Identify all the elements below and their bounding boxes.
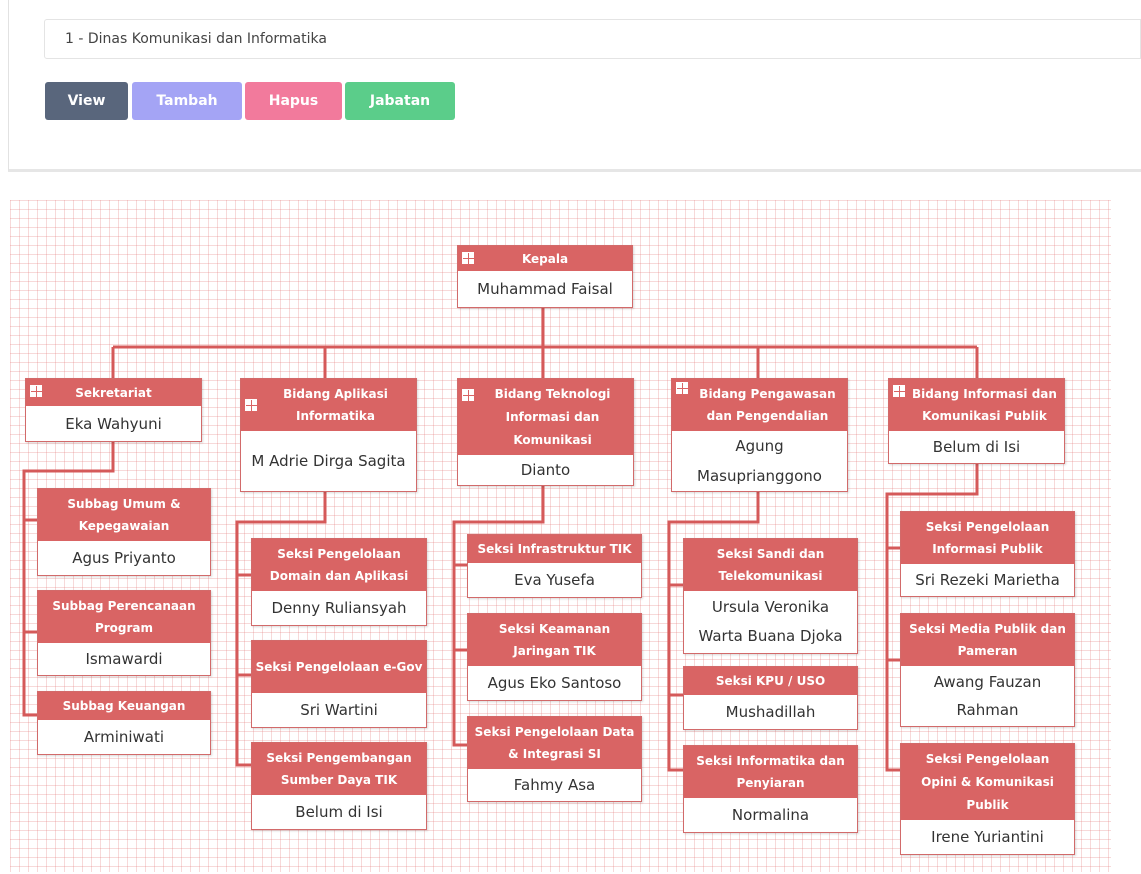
expand-icon[interactable] — [30, 385, 43, 398]
node-title: Subbag Perencanaan Program — [52, 599, 196, 635]
node-title: Bidang Aplikasi Informatika — [283, 387, 388, 423]
expand-icon[interactable] — [676, 382, 689, 395]
expand-icon[interactable] — [462, 252, 475, 265]
org-node-seksi-sdm[interactable]: Seksi Pengembangan Sumber Daya TIK Belum… — [251, 742, 427, 830]
org-node-seksi-keamanan[interactable]: Seksi Keamanan Jaringan TIK Agus Eko San… — [467, 613, 642, 701]
view-button[interactable]: View — [45, 82, 128, 120]
node-title: Seksi Infrastruktur TIK — [477, 542, 632, 556]
org-node-seksi-opini[interactable]: Seksi Pengelolaan Opini & Komunikasi Pub… — [900, 743, 1075, 855]
org-node-seksi-media[interactable]: Seksi Media Publik dan Pameran Awang Fau… — [900, 613, 1075, 727]
org-node-bidang-aplikasi[interactable]: Bidang Aplikasi Informatika M Adrie Dirg… — [240, 378, 417, 492]
node-title: Seksi Pengelolaan Domain dan Aplikasi — [269, 547, 409, 583]
org-node-subbag-perencanaan[interactable]: Subbag Perencanaan Program Ismawardi — [37, 590, 211, 676]
org-node-seksi-kpu[interactable]: Seksi KPU / USO Mushadillah — [683, 666, 858, 730]
node-person: Mushadillah — [725, 703, 816, 721]
node-person: Normalina — [731, 806, 810, 824]
org-node-subbag-umum[interactable]: Subbag Umum & Kepegawaian Agus Priyanto — [37, 488, 211, 576]
node-title: Seksi Pengelolaan Opini & Komunikasi Pub… — [921, 751, 1054, 812]
node-person: Awang Fauzan Rahman — [933, 673, 1042, 719]
org-node-bidang-pengawasan[interactable]: Bidang Pengawasan dan Pengendalian Agung… — [671, 378, 848, 492]
node-title: Seksi Pengembangan Sumber Daya TIK — [266, 751, 412, 787]
org-node-subbag-keuangan[interactable]: Subbag Keuangan Arminiwati — [37, 691, 211, 755]
org-node-seksi-penyiaran[interactable]: Seksi Informatika dan Penyiaran Normalin… — [683, 745, 858, 833]
org-node-kepala[interactable]: Kepala Muhammad Faisal — [457, 245, 633, 308]
node-person: Arminiwati — [83, 728, 165, 746]
org-node-seksi-infra[interactable]: Seksi Infrastruktur TIK Eva Yusefa — [467, 534, 642, 598]
node-title: Bidang Teknologi Informasi dan Komunikas… — [494, 386, 611, 447]
org-node-bidang-tik[interactable]: Bidang Teknologi Informasi dan Komunikas… — [457, 378, 634, 486]
node-person: Dianto — [520, 461, 571, 479]
dinas-select[interactable]: 1 - Dinas Komunikasi dan Informatika — [44, 19, 1141, 59]
node-person: Belum di Isi — [295, 803, 383, 821]
org-node-seksi-data[interactable]: Seksi Pengelolaan Data & Integrasi SI Fa… — [467, 716, 642, 802]
node-title: Seksi Keamanan Jaringan TIK — [498, 622, 611, 658]
node-person: Eva Yusefa — [514, 571, 595, 589]
node-title: Kepala — [521, 251, 569, 266]
node-person: Agus Eko Santoso — [487, 674, 622, 692]
node-title: Subbag Keuangan — [62, 699, 186, 713]
node-person: Sri Rezeki Marietha — [915, 571, 1060, 589]
node-person: Agus Priyanto — [72, 549, 176, 567]
jabatan-button[interactable]: Jabatan — [345, 82, 455, 120]
node-person: Eka Wahyuni — [65, 414, 162, 433]
node-title: Bidang Informasi dan Komunikasi Publik — [912, 387, 1057, 423]
node-person: Muhammad Faisal — [477, 280, 613, 298]
org-node-sekretariat[interactable]: Sekretariat Eka Wahyuni — [25, 378, 202, 442]
node-person: Agung Masuprianggono — [697, 437, 822, 485]
tambah-button[interactable]: Tambah — [132, 82, 242, 120]
node-person: Ismawardi — [85, 650, 163, 668]
expand-icon[interactable] — [893, 385, 906, 398]
node-person: Denny Ruliansyah — [271, 599, 407, 617]
org-node-bidang-ikp[interactable]: Bidang Informasi dan Komunikasi Publik B… — [888, 378, 1065, 464]
node-person: Sri Wartini — [300, 701, 378, 719]
node-title: Seksi Pengelolaan Data & Integrasi SI — [474, 725, 635, 761]
org-node-seksi-sandi[interactable]: Seksi Sandi dan Telekomunikasi Ursula Ve… — [683, 538, 858, 654]
node-title: Seksi Pengelolaan e-Gov — [255, 660, 423, 674]
expand-icon[interactable] — [462, 389, 475, 402]
hapus-button[interactable]: Hapus — [245, 82, 342, 120]
node-person: M Adrie Dirga Sagita — [251, 452, 406, 470]
org-node-seksi-info-publik[interactable]: Seksi Pengelolaan Informasi Publik Sri R… — [900, 511, 1075, 597]
node-title: Seksi Sandi dan Telekomunikasi — [716, 547, 825, 583]
node-title: Seksi Pengelolaan Informasi Publik — [925, 520, 1050, 556]
org-node-seksi-domain[interactable]: Seksi Pengelolaan Domain dan Aplikasi De… — [251, 538, 427, 626]
node-person: Ursula Veronika Warta Buana Djoka — [698, 598, 843, 645]
node-title: Subbag Umum & Kepegawaian — [67, 497, 181, 533]
node-title: Sekretariat — [75, 385, 152, 400]
node-title: Seksi Informatika dan Penyiaran — [696, 754, 845, 790]
node-title: Seksi KPU / USO — [715, 674, 826, 688]
node-person: Belum di Isi — [932, 438, 1021, 456]
org-node-seksi-egov[interactable]: Seksi Pengelolaan e-Gov Sri Wartini — [251, 640, 427, 728]
expand-icon[interactable] — [245, 399, 258, 412]
node-title: Bidang Pengawasan dan Pengendalian — [699, 387, 836, 423]
node-person: Irene Yuriantini — [931, 828, 1044, 846]
node-person: Fahmy Asa — [513, 776, 596, 794]
node-title: Seksi Media Publik dan Pameran — [909, 622, 1066, 658]
